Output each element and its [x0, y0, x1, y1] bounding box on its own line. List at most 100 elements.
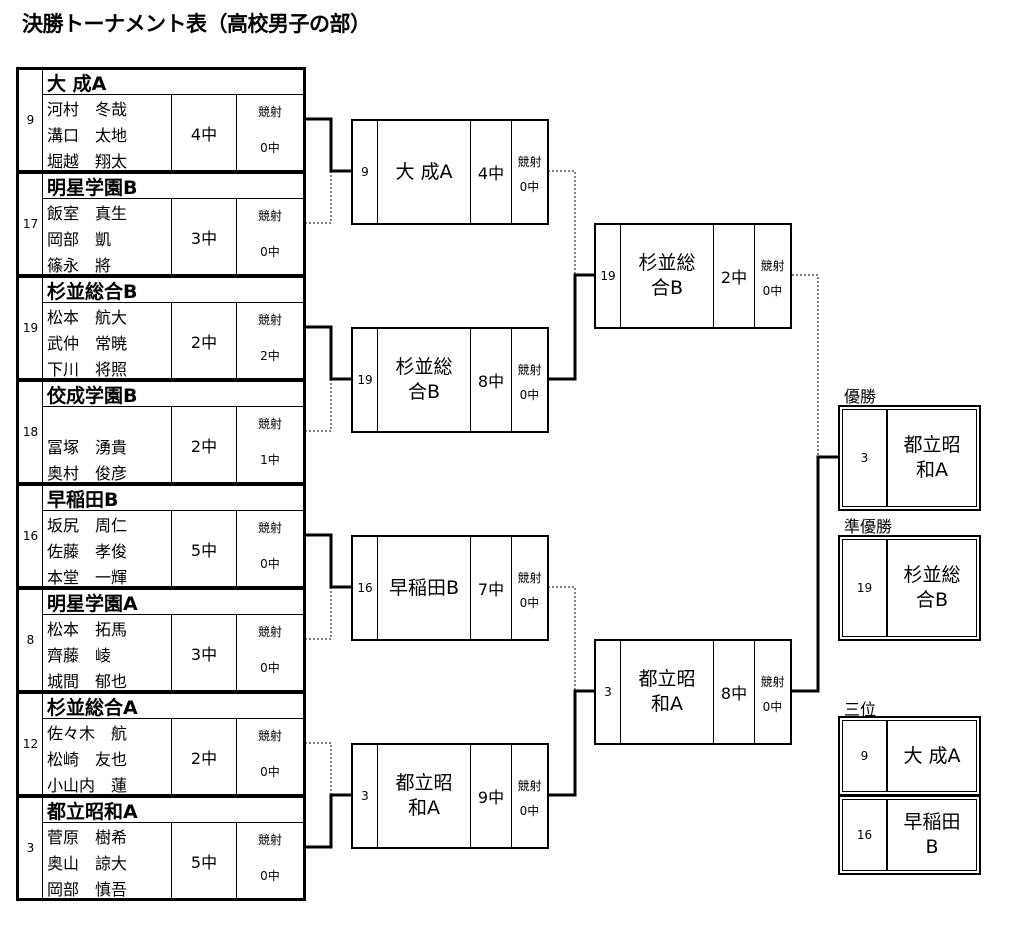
hit-count: 4中	[471, 121, 512, 223]
team-name: 都立昭和A	[887, 409, 977, 507]
seed-number: 17	[19, 174, 43, 274]
shoot-off: 競射 0中	[755, 225, 790, 327]
shoot-off-label: 競射	[760, 675, 785, 689]
winner-line	[305, 793, 351, 849]
page-title: 決勝トーナメント表（高校男子の部）	[22, 12, 371, 36]
loser-line	[305, 379, 332, 432]
seed-number: 9	[842, 720, 887, 792]
player-list: 佐々木 航松崎 友也小山内 蓮	[43, 719, 172, 795]
player-name: 岡部 凱	[47, 230, 112, 249]
loser-line	[548, 586, 576, 691]
shoot-off-hits: 0中	[762, 284, 783, 298]
hit-count: 3中	[172, 199, 237, 274]
seed-number: 16	[19, 486, 43, 586]
loser-line	[305, 171, 332, 224]
shoot-off-label: 競射	[257, 209, 282, 223]
team-name: 杉並総合B	[621, 225, 714, 327]
player-list: 飯室 真生岡部 凱篠永 將	[43, 199, 172, 275]
shoot-off-label: 競射	[517, 363, 542, 377]
seed-number: 19	[842, 539, 887, 637]
player-name: 冨塚 湧貴	[47, 438, 128, 457]
loser-line	[792, 274, 819, 457]
loser-line	[548, 170, 576, 275]
hit-count: 7中	[471, 537, 512, 639]
player-name: 松本 航大	[47, 308, 128, 327]
seed-number: 19	[19, 278, 43, 378]
shoot-off-hits: 0中	[260, 661, 280, 675]
shoot-off-label: 競射	[517, 779, 542, 793]
shoot-off-label: 競射	[257, 417, 282, 431]
team-name: 早稲田B	[43, 486, 303, 511]
player-name: 下川 将照	[47, 360, 128, 379]
player-name: 佐藤 孝俊	[47, 542, 128, 561]
team-name: 大 成A	[378, 121, 471, 223]
player-name: 本堂 一輝	[47, 568, 128, 587]
player-list: 坂尻 周仁佐藤 孝俊本堂 一輝	[43, 511, 172, 587]
shoot-off-hits: 0中	[519, 804, 540, 818]
shoot-off: 競射 0中	[512, 745, 547, 847]
shoot-off-label: 競射	[257, 105, 282, 119]
winner-line	[305, 325, 351, 381]
winner-line	[548, 689, 594, 797]
player-name: 松本 拓馬	[47, 620, 128, 639]
player-name: 奥村 俊彦	[47, 464, 128, 483]
player-list: 河村 冬哉溝口 太地堀越 翔太	[43, 95, 172, 171]
shoot-off-label: 競射	[257, 521, 282, 535]
shoot-off-hits: 0中	[762, 700, 783, 714]
winner-line	[792, 455, 838, 693]
team-name: 都立昭和A	[378, 745, 471, 847]
team-name: 明星学園B	[43, 174, 303, 199]
shoot-off-label: 競射	[517, 571, 542, 585]
player-name: 岡部 慎吾	[47, 880, 128, 899]
player-name: 堀越 翔太	[47, 152, 128, 171]
player-name: 松崎 友也	[47, 750, 128, 769]
player-name: 佐々木 航	[47, 724, 128, 743]
seed-number: 3	[842, 409, 887, 507]
seed-number: 9	[19, 70, 43, 170]
player-name: 篠永 將	[47, 256, 112, 275]
seed-number: 3	[596, 641, 621, 743]
player-list: 冨塚 湧貴奥村 俊彦	[43, 407, 172, 483]
seed-number: 16	[353, 537, 378, 639]
team-name: 都立昭和A	[621, 641, 714, 743]
player-name: 小山内 蓮	[47, 776, 128, 795]
seed-number: 8	[19, 590, 43, 690]
shoot-off-label: 競射	[517, 155, 542, 169]
player-name: 城間 郁也	[47, 672, 128, 691]
player-list: 松本 航大武仲 常暁下川 将照	[43, 303, 172, 379]
hit-count: 3中	[172, 615, 237, 690]
third-place-label: 三位	[844, 700, 877, 719]
hit-count: 2中	[172, 719, 237, 794]
team-name: 杉並総合B	[43, 278, 303, 303]
player-name: 飯室 真生	[47, 204, 128, 223]
shoot-off-hits: 1中	[260, 453, 280, 467]
hit-count: 5中	[172, 511, 237, 586]
hit-count: 8中	[471, 329, 512, 431]
shoot-off-label: 競射	[257, 729, 282, 743]
seed-number: 3	[353, 745, 378, 847]
team-name: 佼成学園B	[43, 382, 303, 407]
player-name: 武仲 常暁	[47, 334, 128, 353]
shoot-off-label: 競射	[760, 259, 785, 273]
player-name: 齊藤 崚	[47, 646, 112, 665]
team-name: 大 成A	[43, 70, 303, 95]
champion-label: 優勝	[844, 387, 877, 406]
shoot-off-hits: 0中	[519, 596, 540, 610]
